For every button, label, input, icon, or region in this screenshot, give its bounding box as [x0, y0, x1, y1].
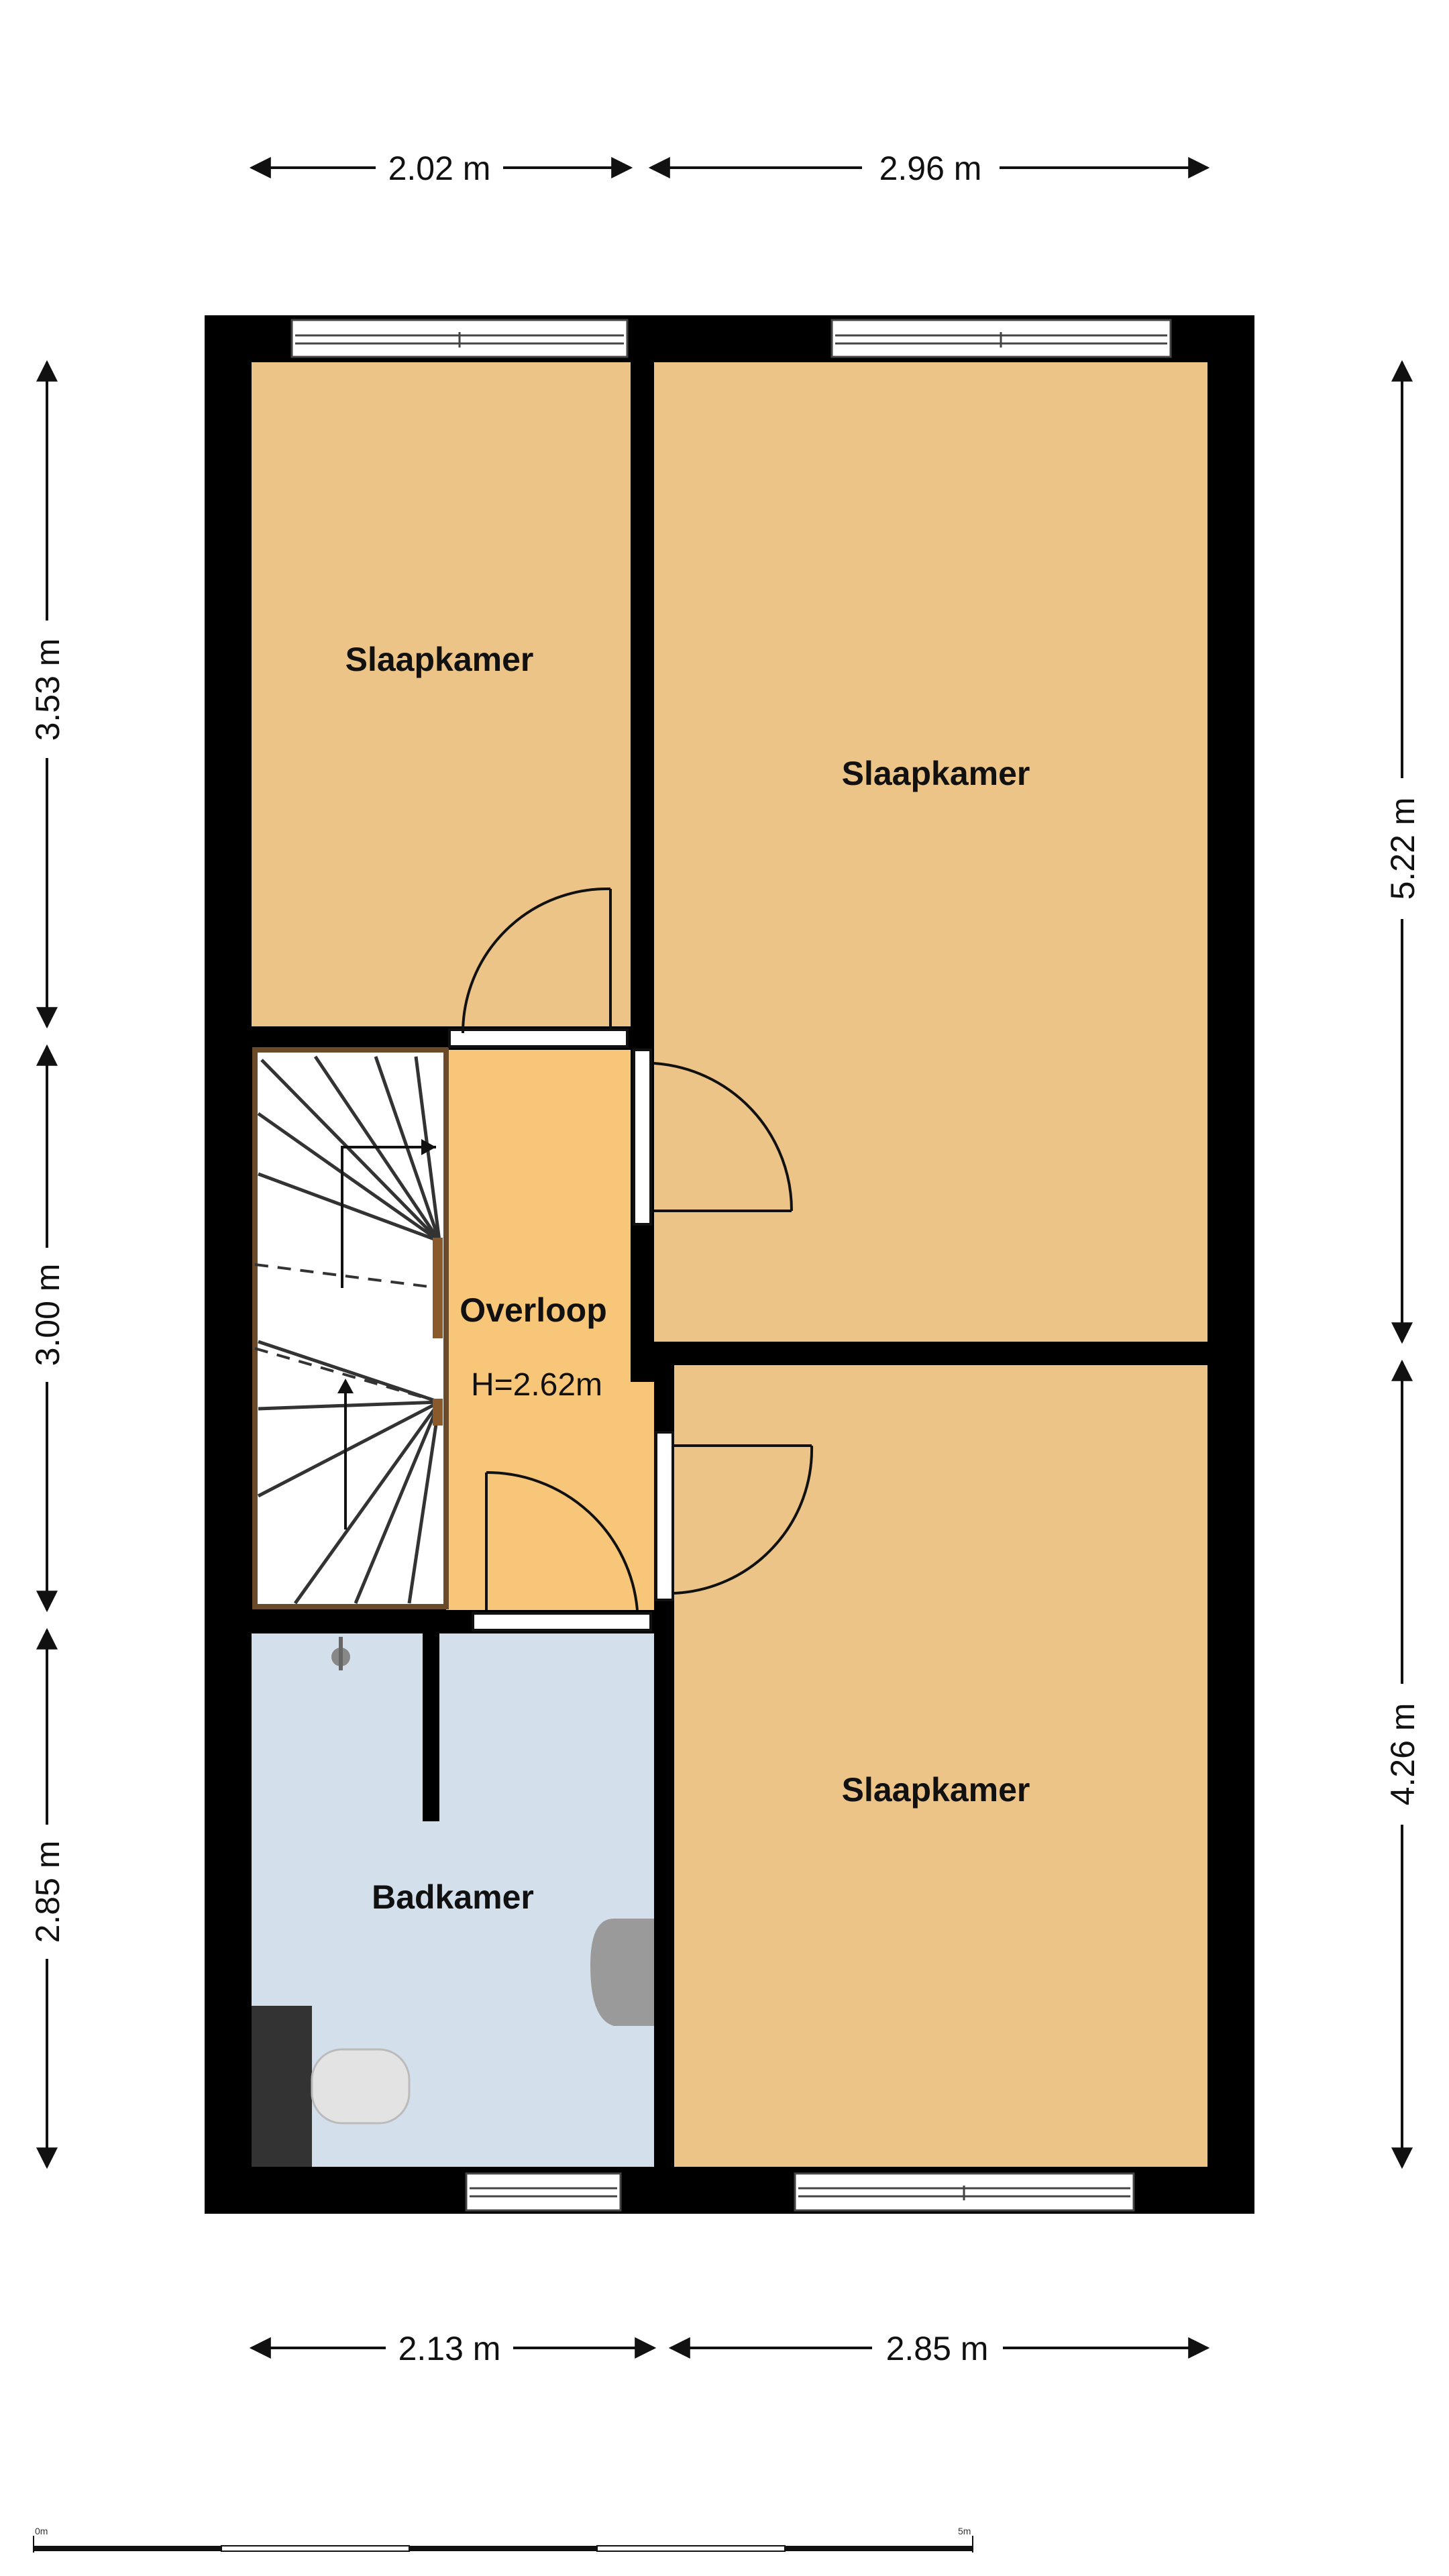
dimension-top-left: 2.02 m: [388, 150, 491, 187]
scale-bar: [33, 2536, 973, 2553]
scale-bar-start-label: 0m: [35, 2526, 48, 2536]
room-label-bedroom-top-right: Slaapkamer: [842, 755, 1030, 792]
room-label-bedroom-top-left: Slaapkamer: [345, 641, 534, 678]
dimension-right-top: 5.22 m: [1384, 798, 1421, 900]
landing-floor: [446, 1050, 631, 1610]
scale-bar-end-label: 5m: [958, 2526, 971, 2536]
room-label-landing-height: H=2.62m: [471, 1367, 602, 1403]
dimension-left-middle: 3.00 m: [29, 1264, 66, 1366]
dimension-left-top: 3.53 m: [29, 639, 66, 741]
room-label-bedroom-bottom-right: Slaapkamer: [842, 1771, 1030, 1809]
bathroom-partition: [423, 1633, 439, 1821]
stair-area: [255, 1050, 446, 1607]
dimension-top-right: 2.96 m: [879, 150, 982, 187]
dimension-bottom-left: 2.13 m: [398, 2330, 501, 2367]
dimension-right-bottom: 4.26 m: [1384, 1703, 1421, 1806]
toilet-cistern: [252, 2006, 312, 2167]
doors: [448, 887, 814, 1631]
bathroom-fixtures: [252, 1637, 654, 2167]
dimension-bottom-right: 2.85 m: [886, 2330, 989, 2367]
bedroom-bottom-right-floor: [674, 1365, 1208, 2167]
staircase: [252, 1047, 449, 1609]
sink: [590, 1919, 654, 2026]
room-label-bathroom: Badkamer: [372, 1878, 534, 1916]
dimension-left-bottom: 2.85 m: [29, 1841, 66, 1943]
landing-lower-floor: [631, 1382, 654, 1610]
room-label-landing: Overloop: [460, 1291, 606, 1329]
toilet-bowl: [311, 2048, 411, 2125]
bedroom-top-right-floor: [654, 362, 1208, 1342]
windows: [290, 319, 1172, 2212]
dimension-lines: [36, 157, 1413, 2359]
bedroom-top-left-floor: [252, 362, 631, 1026]
